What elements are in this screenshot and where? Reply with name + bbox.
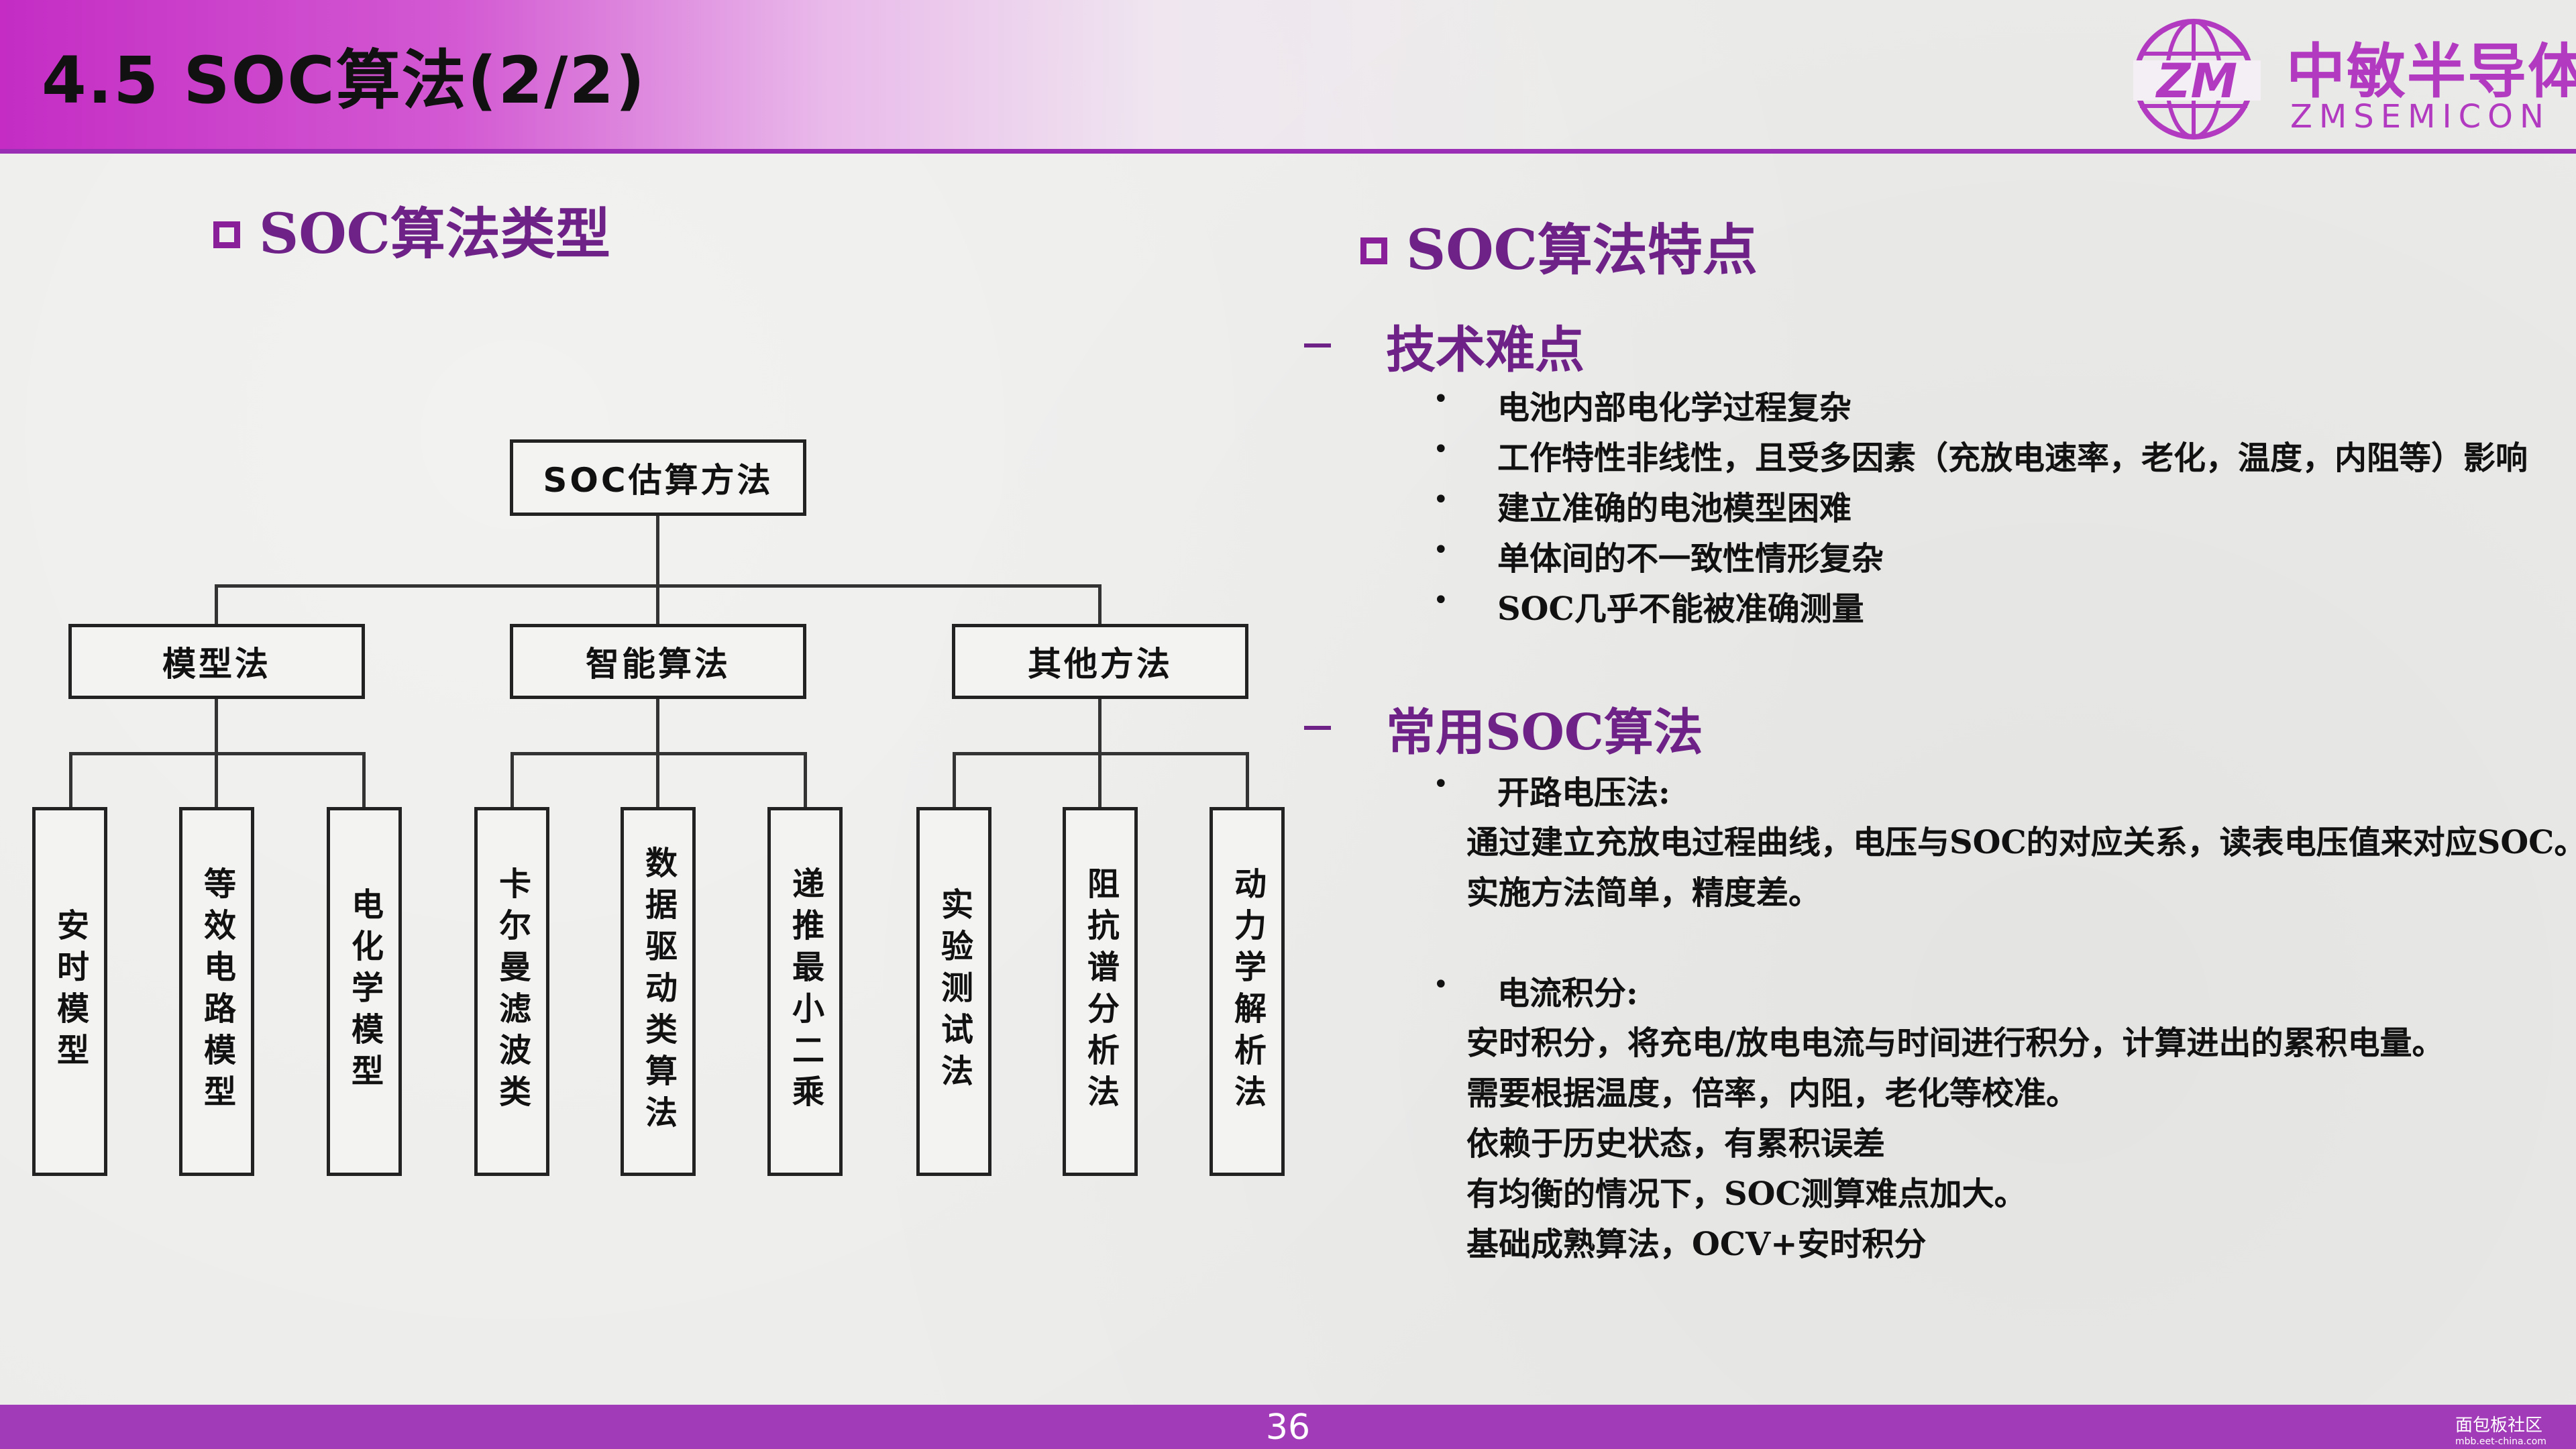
company-logo: ZM 中敏半导体 ZMSEMICON <box>2127 12 2576 146</box>
tree-root-node: SOC估算方法 <box>510 439 806 516</box>
ocv-method-line: 实施方法简单，精度差。 <box>1466 874 1821 912</box>
globe-icon: ZM <box>2133 19 2261 140</box>
tree-connector <box>1098 752 1102 809</box>
dash-bullet <box>1304 343 1331 347</box>
tree-connector <box>362 752 366 809</box>
tree-group-node: 模型法 <box>68 624 365 699</box>
tree-leaf-node: 实验测试法 <box>916 807 991 1176</box>
tree-connector <box>804 752 807 809</box>
tree-leaf-node: 等效电路模型 <box>179 807 254 1176</box>
dash-bullet <box>1304 726 1331 730</box>
bullet-dot: • <box>1433 484 1449 515</box>
watermark-url: mbb.eet-china.com <box>2455 1436 2546 1447</box>
right-section-heading-text: SOC算法特点 <box>1406 218 1758 282</box>
bullet-dot: • <box>1433 535 1449 566</box>
svg-text:ZM: ZM <box>2155 54 2237 109</box>
header-rule <box>0 149 2576 154</box>
coulomb-method-line: 基础成熟算法，OCV+安时积分 <box>1466 1226 1927 1263</box>
tree-connector <box>656 584 659 626</box>
tree-connector <box>656 514 659 588</box>
tree-leaf-node: 数据驱动类算法 <box>621 807 696 1176</box>
tree-connector <box>656 752 659 809</box>
bullet-dot: • <box>1433 769 1449 800</box>
bullet-dot: • <box>1433 384 1449 415</box>
tree-leaf-node: 动力学解析法 <box>1210 807 1285 1176</box>
footer-band <box>0 1405 2576 1449</box>
tree-connector <box>215 752 218 809</box>
right-section-heading: SOC算法特点 <box>1360 205 1758 285</box>
tree-connector <box>1098 584 1102 626</box>
tree-connector <box>511 752 514 809</box>
slide-title: 4.5 SOC算法(2/2) <box>42 43 647 118</box>
difficulty-item: SOC几乎不能被准确测量 <box>1497 590 1864 628</box>
tree-connector <box>69 752 72 809</box>
square-bullet-icon <box>1360 237 1387 264</box>
coulomb-method-line: 依赖于历史状态，有累积误差 <box>1466 1125 1886 1163</box>
tree-connector <box>1098 698 1102 755</box>
coulomb-method-line: 安时积分，将充电/放电电流与时间进行积分，计算进出的累积电量。 <box>1466 1024 2445 1062</box>
tree-connector <box>1246 752 1249 809</box>
common-algorithms-heading: 常用SOC算法 <box>1386 704 1703 761</box>
ocv-method-title: 开路电压法: <box>1497 774 1670 812</box>
tree-connector <box>953 752 956 809</box>
tree-connector <box>215 584 218 626</box>
tree-connector <box>215 698 218 755</box>
watermark-name: 面包板社区 <box>2455 1415 2543 1436</box>
tree-leaf-node: 卡尔曼滤波类 <box>474 807 549 1176</box>
tree-leaf-node: 阻抗谱分析法 <box>1063 807 1138 1176</box>
bullet-dot: • <box>1433 585 1449 616</box>
difficulty-item: 工作特性非线性，且受多因素（充放电速率，老化，温度，内阻等）影响 <box>1497 439 2528 477</box>
left-section-heading: SOC算法类型 <box>213 189 610 269</box>
square-bullet-icon <box>213 221 240 248</box>
difficulty-item: 建立准确的电池模型困难 <box>1497 490 1852 527</box>
bullet-dot: • <box>1433 434 1449 465</box>
tree-leaf-node: 电化学模型 <box>327 807 402 1176</box>
watermark: 面包板社区 mbb.eet-china.com <box>2455 1411 2546 1447</box>
tree-leaf-node: 递推最小二乘 <box>767 807 843 1176</box>
tree-group-node: 智能算法 <box>510 624 806 699</box>
logo-english-name: ZMSEMICON <box>2290 98 2551 136</box>
tree-leaf-node: 安时模型 <box>32 807 107 1176</box>
difficulty-heading: 技术难点 <box>1386 321 1585 379</box>
difficulty-item: 电池内部电化学过程复杂 <box>1497 389 1852 427</box>
tree-connector <box>656 698 659 755</box>
coulomb-method-title: 电流积分: <box>1497 975 1638 1012</box>
page-number: 36 <box>1265 1407 1311 1448</box>
difficulty-item: 单体间的不一致性情形复杂 <box>1497 540 1884 578</box>
coulomb-method-line: 有均衡的情况下，SOC测算难点加大。 <box>1466 1175 2027 1213</box>
logo-chinese-name: 中敏半导体 <box>2286 37 2576 106</box>
bullet-dot: • <box>1433 969 1449 1000</box>
coulomb-method-line: 需要根据温度，倍率，内阻，老化等校准。 <box>1466 1075 2079 1112</box>
ocv-method-line: 通过建立充放电过程曲线，电压与SOC的对应关系，读表电压值来对应SOC。 <box>1466 824 2576 861</box>
tree-group-node: 其他方法 <box>952 624 1248 699</box>
left-section-heading-text: SOC算法类型 <box>259 202 610 266</box>
